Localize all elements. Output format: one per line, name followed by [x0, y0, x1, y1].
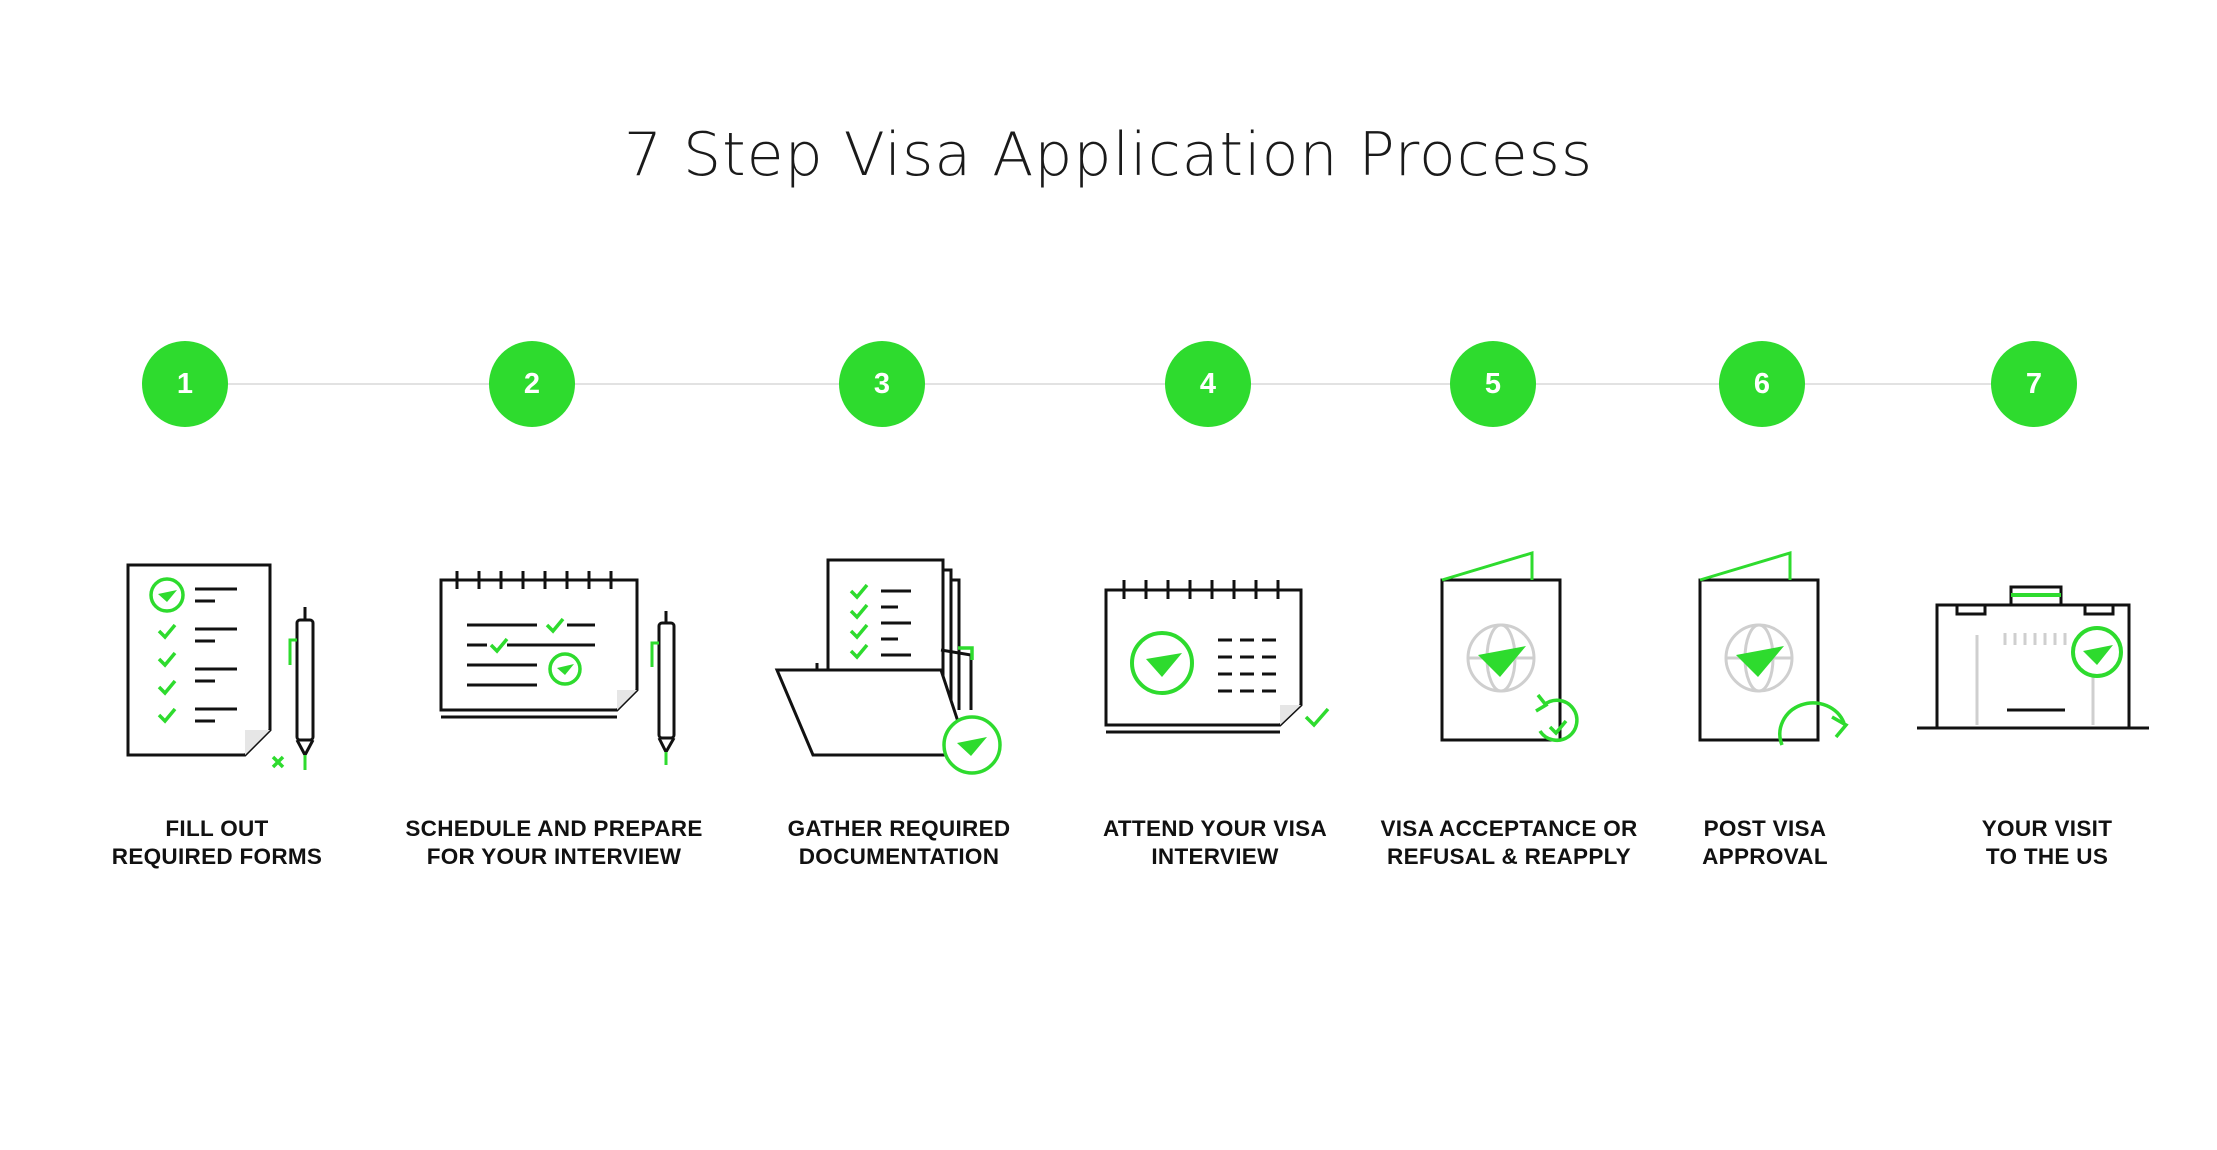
- step-4-circle: 4: [1165, 341, 1251, 427]
- step-6-label: POST VISA APPROVAL: [1600, 815, 1930, 871]
- label-line: REQUIRED FORMS: [111, 844, 323, 869]
- step-number: 6: [1753, 367, 1771, 400]
- step-number: 1: [176, 367, 194, 400]
- step-number: 7: [2025, 367, 2043, 400]
- step-7-label: YOUR VISIT TO THE US: [1882, 815, 2212, 871]
- step-number: 3: [873, 367, 891, 400]
- suitcase-icon: [1917, 585, 2149, 730]
- step-3-circle: 3: [839, 341, 925, 427]
- step-number: 2: [523, 367, 541, 400]
- label-line: DOCUMENTATION: [798, 844, 1000, 869]
- step-number: 5: [1484, 367, 1502, 400]
- step-3-label: GATHER REQUIRED DOCUMENTATION: [734, 815, 1064, 871]
- document-folder-icon: [774, 558, 1002, 775]
- label-line: INTERVIEW: [1151, 844, 1279, 869]
- step-connector-line: [185, 383, 2040, 385]
- step-1-label: FILL OUT REQUIRED FORMS: [52, 815, 382, 871]
- step-1-circle: 1: [142, 341, 228, 427]
- label-line: GATHER REQUIRED: [787, 816, 1011, 841]
- step-4-label: ATTEND YOUR VISA INTERVIEW: [1050, 815, 1380, 871]
- step-5-circle: 5: [1450, 341, 1536, 427]
- form-with-pen-icon: [126, 563, 315, 770]
- label-line: ATTEND YOUR VISA: [1103, 816, 1327, 841]
- label-line: TO THE US: [1985, 844, 2109, 869]
- step-number: 4: [1199, 367, 1217, 400]
- label-line: POST VISA: [1703, 816, 1827, 841]
- step-7-circle: 7: [1991, 341, 2077, 427]
- label-line: FOR YOUR INTERVIEW: [426, 844, 682, 869]
- step-6-circle: 6: [1719, 341, 1805, 427]
- label-line: REFUSAL & REAPPLY: [1387, 844, 1631, 869]
- step-2-label: SCHEDULE AND PREPARE FOR YOUR INTERVIEW: [389, 815, 719, 871]
- page-title: 7 Step Visa Application Process: [623, 120, 1594, 190]
- label-line: YOUR VISIT: [1981, 816, 2113, 841]
- step-5-label: VISA ACCEPTANCE OR REFUSAL & REAPPLY: [1344, 815, 1674, 871]
- interview-calendar-icon: [1104, 580, 1330, 734]
- label-line: VISA ACCEPTANCE OR: [1380, 816, 1638, 841]
- passport-reapply-icon: [1440, 550, 1579, 742]
- step-2-circle: 2: [489, 341, 575, 427]
- calendar-schedule-with-pen-icon: [439, 571, 676, 765]
- label-line: APPROVAL: [1702, 844, 1828, 869]
- label-line: FILL OUT: [165, 816, 269, 841]
- label-line: SCHEDULE AND PREPARE: [405, 816, 703, 841]
- passport-forward-icon: [1698, 550, 1849, 746]
